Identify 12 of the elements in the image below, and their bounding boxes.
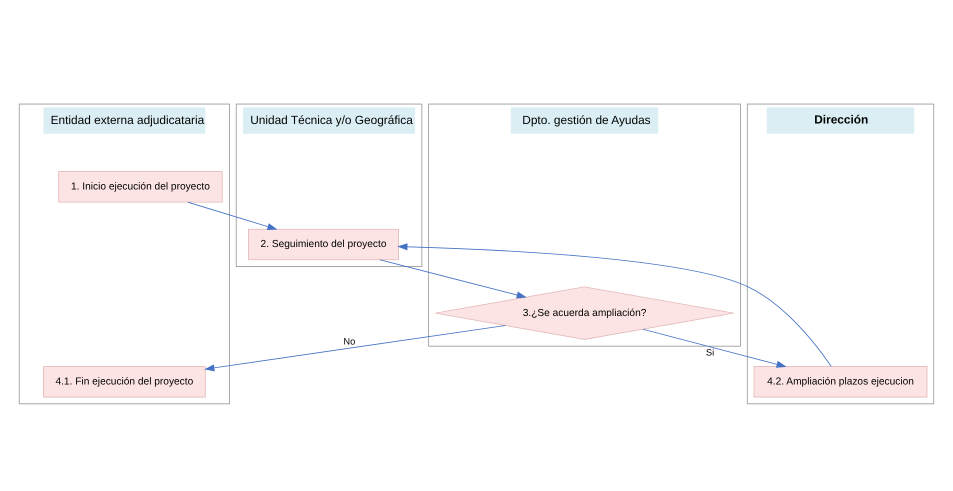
node-diamond: 3.¿Se acuerda ampliación?	[434, 286, 734, 340]
arrow	[187, 202, 278, 230]
node-box: 1. Inicio ejecución del proyecto	[58, 171, 223, 203]
arrow	[379, 259, 527, 298]
node-box: 2. Seguimiento del proyecto	[248, 228, 399, 260]
arrow	[397, 243, 832, 367]
edge-label: No	[343, 336, 356, 347]
node-box: 4.1. Fin ejecución del proyecto	[43, 366, 206, 398]
node-box: 4.2. Ampliación plazos ejecucion	[754, 366, 928, 398]
edge-label: Si	[706, 347, 714, 358]
arrow	[204, 325, 506, 372]
arrow	[642, 328, 787, 368]
